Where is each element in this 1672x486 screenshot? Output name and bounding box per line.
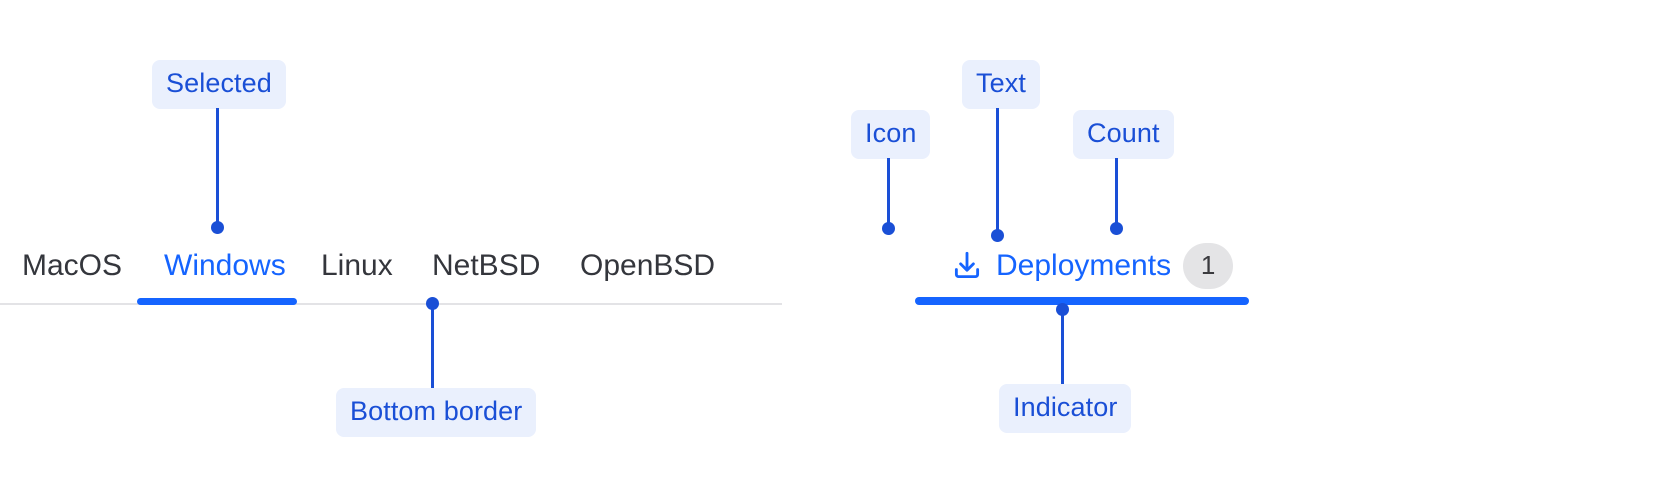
tabbar-bottom-border [0,303,782,305]
tab-windows[interactable]: Windows [164,249,286,282]
tab-deployments-count-badge: 1 [1183,243,1234,289]
callout-indicator: Indicator [999,384,1132,433]
leader-dot-icon [882,222,895,235]
leader-dot-count [1110,222,1123,235]
leader-line-text [996,108,999,234]
leader-line-indicator [1061,309,1064,391]
callout-text: Text [962,60,1040,109]
active-tab-indicator [915,297,1249,305]
leader-line-count [1115,158,1118,228]
leader-dot-text [991,229,1004,242]
callout-selected: Selected [152,60,286,109]
tabbar-with-icon-and-count: Deployments 1 [905,243,1265,305]
leader-line-icon [887,158,890,228]
tab-linux[interactable]: Linux [321,249,393,282]
tab-netbsd[interactable]: NetBSD [432,249,541,282]
callout-icon: Icon [851,110,931,159]
tab-deployments[interactable]: Deployments 1 [950,243,1234,289]
active-tab-underline [137,298,297,305]
leader-line-selected [216,108,219,227]
tab-macos[interactable]: MacOS [22,249,123,282]
leader-dot-selected [211,221,224,234]
download-icon [950,249,984,283]
leader-line-bottom-border [431,303,434,389]
tab-deployments-label: Deployments [996,249,1172,282]
callout-bottom-border: Bottom border [336,388,537,437]
tab-openbsd[interactable]: OpenBSD [580,249,716,282]
callout-count: Count [1073,110,1174,159]
tabbar-basic: MacOS Windows Linux NetBSD OpenBSD [0,243,782,305]
